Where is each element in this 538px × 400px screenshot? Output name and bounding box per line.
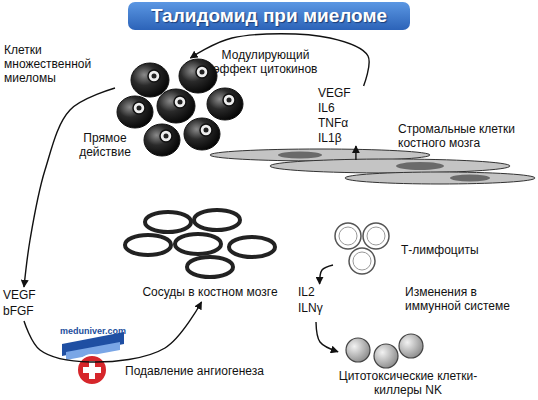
cell-nucleus: [152, 74, 157, 79]
vessel-ring: [229, 237, 275, 257]
logo-cross: [83, 367, 101, 373]
nk-cell: [374, 344, 398, 368]
cell-nucleus: [133, 102, 145, 114]
stromal-cells: [210, 149, 535, 184]
cell-nucleus: [174, 96, 186, 108]
logo-circle: [77, 355, 107, 385]
myeloma-cell: [207, 88, 243, 120]
t-lymphocyte-group: Т-лимфоциты: [333, 220, 483, 280]
growth-factor-list: VEGF bFGF: [3, 287, 45, 321]
stromal-nucleus: [278, 152, 322, 159]
node-text: Стромальные клетки костного мозга: [398, 122, 535, 150]
cell-nucleus: [227, 98, 232, 103]
arrow-connector: [316, 322, 338, 352]
bone-marrow-vessels: [125, 210, 275, 277]
t-cell-nucleus: [353, 252, 371, 270]
arrow-connector: [24, 88, 115, 287]
myeloma-cell: [144, 124, 180, 156]
diagram-title: Талидомид при миеломе: [128, 2, 410, 30]
edge-label: Прямое действие: [74, 131, 136, 159]
t-cell: [349, 248, 375, 274]
vessel-ring: [145, 212, 191, 232]
stromal-cell: [270, 159, 510, 173]
cell-nucleus: [223, 94, 235, 106]
nk-cell: [346, 338, 370, 362]
myeloma-cell: [117, 96, 153, 128]
arrow-connector: [355, 146, 356, 160]
node-text: VEGF IL6 TNFα IL1β: [318, 86, 366, 146]
title-banner: [128, 2, 410, 30]
t-cell-nucleus: [339, 227, 357, 245]
cell-nucleus: [200, 124, 212, 136]
watermark: meduniver.com: [56, 326, 130, 337]
myeloma-cell: [184, 118, 220, 150]
cell-nucleus: [200, 70, 205, 75]
cell-nucleus: [204, 128, 209, 133]
edge-label: Модулирующий эффект цитокинов: [203, 48, 328, 76]
cell-nucleus: [178, 100, 183, 105]
stromal-cells: Стромальные клетки костного мозга: [210, 160, 535, 188]
myeloma-cell: [157, 89, 195, 123]
arrow-connector: [24, 302, 202, 362]
stromal-cell: [345, 172, 535, 184]
interleukin-list: IL2 ILNγ: [298, 284, 334, 322]
node-text: Сосуды в костном мозге: [125, 284, 295, 300]
annotation-text: Изменения в иммунной системе: [405, 285, 523, 313]
site-logo: [62, 332, 124, 385]
cell-nucleus: [164, 134, 169, 139]
node-text: IL2 ILNγ: [298, 284, 334, 316]
vessel-ring: [187, 257, 233, 277]
stromal-nucleus: [450, 175, 490, 182]
vessel-ring: [194, 210, 240, 230]
t-cell: [335, 223, 361, 249]
t-lymphocytes: [335, 223, 389, 274]
myeloma-cell: [131, 63, 169, 97]
node-text: Т-лимфоциты: [401, 243, 483, 257]
myeloma-cell: [179, 59, 217, 93]
arrow-connector: [320, 265, 333, 284]
vessel-ring: [175, 234, 221, 254]
cytokine-list: VEGF IL6 TNFα IL1β: [318, 86, 366, 146]
stromal-nucleus: [396, 162, 444, 170]
node-text: VEGF bFGF: [3, 287, 45, 319]
arrow-connector: [190, 34, 369, 86]
cell-nucleus: [160, 130, 172, 142]
cell-nucleus: [137, 106, 142, 111]
nk-cell-group: Цитотоксические клетки-киллеры NK: [338, 332, 478, 398]
cell-nucleus: [148, 70, 160, 82]
vessel-group: Сосуды в костном мозге: [125, 205, 295, 302]
vessel-ring: [125, 235, 171, 255]
edge-label: Подавление ангиогенеза: [125, 364, 305, 378]
t-cell: [363, 223, 389, 249]
node-text: Цитотоксические клетки-киллеры NK: [338, 369, 478, 397]
node-text: Клетки множественной миеломы: [4, 43, 104, 85]
cell-nucleus: [196, 66, 208, 78]
nk-cell: [399, 334, 423, 358]
t-cell-nucleus: [367, 227, 385, 245]
nk-cells: [346, 334, 423, 368]
